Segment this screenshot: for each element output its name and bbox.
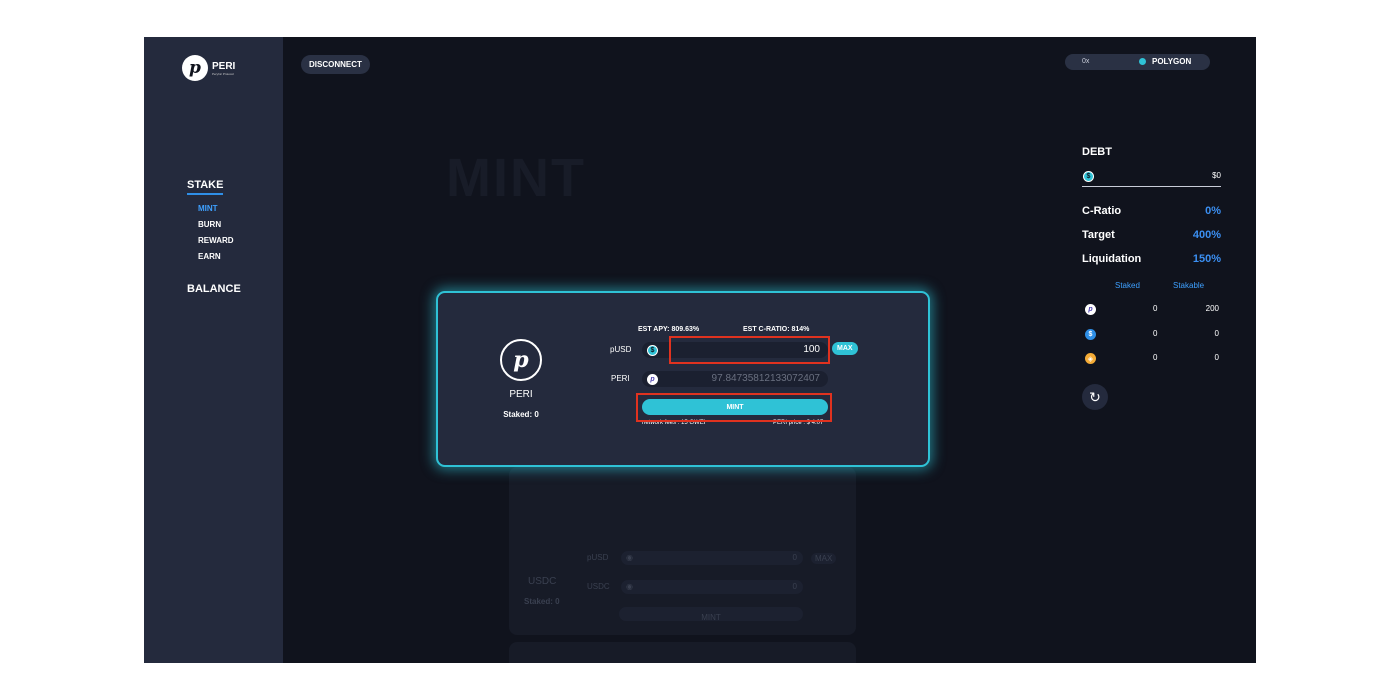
est-c-ratio: EST C-RATIO: 814% — [743, 326, 810, 333]
peri-mint-card: p PERI Staked: 0 EST APY: 809.63% EST C-… — [436, 291, 930, 467]
peri-logo[interactable]: p PERI Peryhic Protocol — [182, 55, 235, 81]
next-card — [509, 642, 856, 663]
usdc-icon: ◉ — [626, 582, 633, 591]
stat-c-ratio: C-Ratio 0% — [1082, 205, 1221, 217]
page-title: MINT — [446, 148, 586, 208]
refresh-icon[interactable]: ↻ — [1082, 384, 1108, 410]
usdc-token-label: USDC — [528, 576, 557, 587]
usdc-card-usdc-input[interactable]: ◉ 0 — [621, 580, 803, 594]
peri-amount-value: 97.84735812133072407 — [711, 373, 820, 384]
peri-price: PERI price : $ 4.07 — [773, 420, 824, 426]
usdc-mint-card: USDC Staked: 0 pUSD ◉ 0 MAX USDC ◉ 0 MIN… — [509, 467, 856, 635]
pusd-amount-value: 100 — [803, 344, 820, 355]
header-stakable: Stakable — [1173, 281, 1205, 290]
pusd-label: pUSD — [610, 345, 632, 354]
header-staked: Staked — [1115, 281, 1140, 290]
table-row: p 0 200 — [1082, 304, 1219, 318]
brand-name: PERI — [212, 60, 236, 72]
network-name: POLYGON — [1152, 57, 1192, 66]
peri-icon: p — [1085, 304, 1096, 315]
pusd-icon: $ — [1083, 171, 1094, 182]
brand-tagline: Peryhic Protocol — [212, 71, 234, 76]
est-apy: EST APY: 809.63% — [638, 326, 700, 333]
nav-item-earn[interactable]: EARN — [198, 252, 221, 261]
pusd-icon: $ — [647, 345, 658, 356]
debt-title: DEBT — [1082, 146, 1112, 158]
wallet-address: 0x — [1082, 58, 1090, 65]
table-row: $ 0 0 — [1082, 329, 1219, 343]
mint-button[interactable]: MINT — [642, 399, 828, 415]
disconnect-button[interactable]: DISCONNECT — [301, 55, 370, 74]
peri-logo-icon: p — [500, 339, 542, 381]
highlight-box-amount — [669, 336, 830, 364]
debt-value: $0 — [1212, 171, 1221, 180]
dai-icon: ◈ — [1085, 353, 1096, 364]
usdc-icon: $ — [1085, 329, 1096, 340]
pusd-icon: ◉ — [626, 553, 633, 562]
network-status-dot-icon — [1139, 58, 1146, 65]
staked-amount: Staked: 0 — [503, 410, 539, 419]
nav-item-reward[interactable]: REWARD — [198, 236, 234, 245]
usdc-card-mint-button[interactable]: MINT — [619, 607, 803, 622]
max-button[interactable]: MAX — [832, 342, 858, 355]
nav-item-burn[interactable]: BURN — [198, 220, 222, 229]
app-window: p PERI Peryhic Protocol STAKE MINT BURN … — [144, 37, 1256, 663]
usdc-card-pusd-input[interactable]: ◉ 0 — [621, 551, 803, 565]
usdc-staked-label: Staked: 0 — [524, 597, 560, 606]
peri-logo-icon: p — [182, 55, 208, 81]
wallet-network-pill[interactable]: 0x POLYGON — [1065, 54, 1210, 70]
highlight-box-mint — [636, 393, 832, 422]
peri-amount-input[interactable]: p 97.84735812133072407 — [642, 371, 828, 387]
peri-label: PERI — [611, 374, 630, 383]
usdc-card-pusd-label: pUSD — [587, 553, 609, 562]
nav-item-mint[interactable]: MINT — [198, 204, 218, 213]
sidebar: p PERI Peryhic Protocol STAKE MINT BURN … — [144, 37, 283, 663]
usdc-card-max-button[interactable]: MAX — [811, 553, 837, 564]
nav-balance[interactable]: BALANCE — [187, 283, 241, 295]
usdc-card-usdc-label: USDC — [587, 582, 610, 591]
stat-liquidation: Liquidation 150% — [1082, 253, 1221, 265]
stat-target: Target 400% — [1082, 229, 1221, 241]
peri-icon: p — [647, 374, 658, 385]
pusd-amount-input[interactable]: $ 100 — [642, 342, 828, 358]
table-row: ◈ 0 0 — [1082, 353, 1219, 367]
nav-stake[interactable]: STAKE — [187, 179, 224, 195]
debt-row: $ $0 — [1082, 168, 1221, 187]
network-fees: network fees : 15 GWEI — [642, 420, 706, 426]
token-name: PERI — [509, 389, 533, 400]
